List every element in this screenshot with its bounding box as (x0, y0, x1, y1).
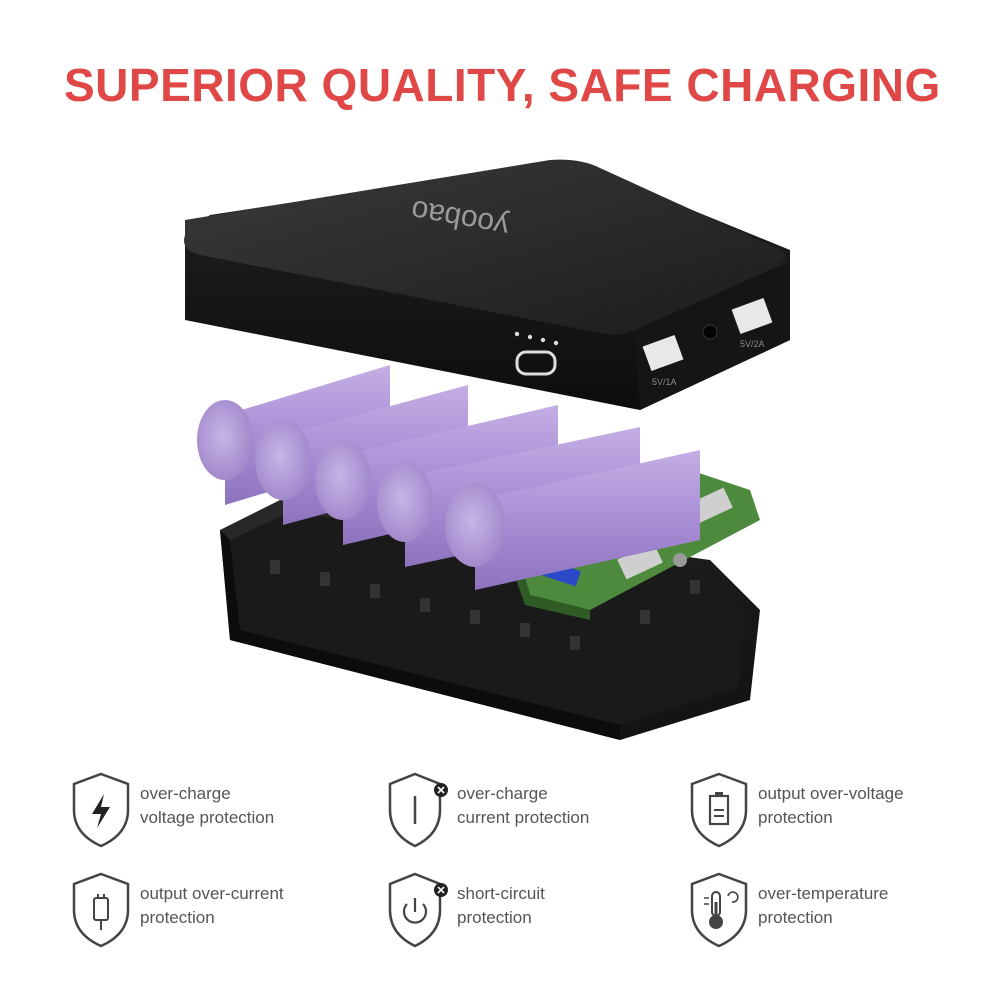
feature-short-circuit: short-circuit protection (385, 870, 685, 960)
feature-line2: current protection (457, 808, 590, 827)
feature-output-overcurrent: output over-current protection (68, 870, 368, 960)
feature-line1: over-charge (140, 784, 231, 803)
feature-line1: output over-current (140, 884, 284, 903)
shield-power-icon (385, 870, 451, 950)
feature-line2: protection (457, 908, 532, 927)
shield-battery-icon (686, 770, 752, 850)
feature-overcharge-voltage: over-charge voltage protection (68, 770, 368, 860)
power-bank-exploded-illustration: yoobao 5V/1A 5V/2A (150, 140, 850, 750)
feature-line2: protection (758, 908, 833, 927)
port-label-1: 5V/1A (652, 377, 677, 387)
feature-line1: over-temperature (758, 884, 889, 903)
shield-bolt-icon (68, 770, 134, 850)
feature-overcharge-current: over-charge current protection (385, 770, 685, 860)
feature-output-overvoltage: output over-voltage protection (686, 770, 986, 860)
port-label-2: 5V/2A (740, 339, 765, 349)
feature-line1: output over-voltage (758, 784, 904, 803)
shield-plug-icon (68, 870, 134, 950)
headline: SUPERIOR QUALITY, SAFE CHARGING (64, 59, 941, 111)
feature-line2: protection (140, 908, 215, 927)
battery-cells (197, 365, 700, 590)
shield-thermometer-icon (686, 870, 752, 950)
feature-line2: protection (758, 808, 833, 827)
feature-line2: voltage protection (140, 808, 275, 827)
shield-current-icon (385, 770, 451, 850)
feature-over-temperature: over-temperature protection (686, 870, 986, 960)
feature-line1: over-charge (457, 784, 548, 803)
feature-line1: short-circuit (457, 884, 545, 903)
top-shell: yoobao 5V/1A 5V/2A (184, 159, 790, 410)
